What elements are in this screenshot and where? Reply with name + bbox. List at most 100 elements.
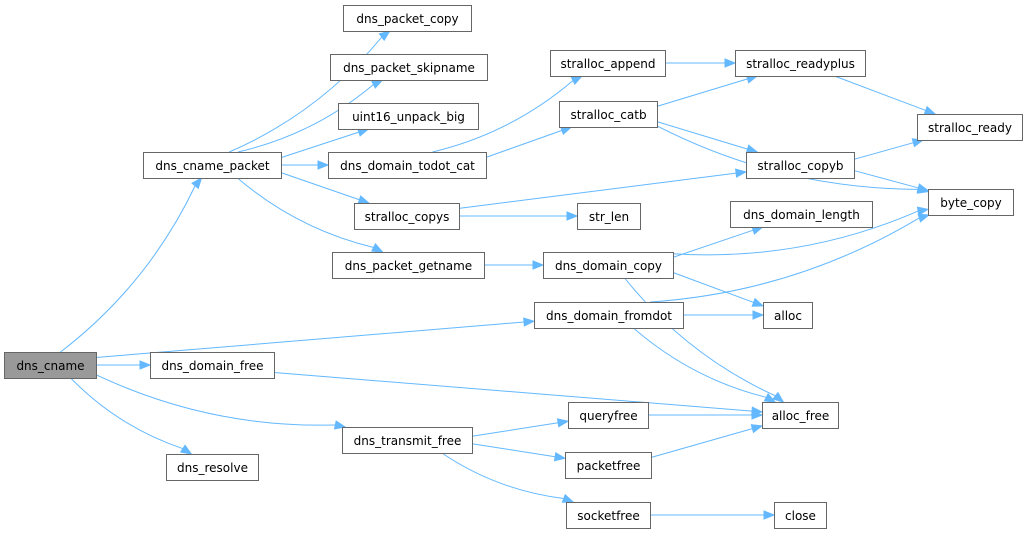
arrowhead-icon xyxy=(917,213,931,223)
edge-stralloc-copys-to-stralloc-copyb xyxy=(458,168,748,209)
edge-line xyxy=(471,422,559,437)
edge-dns-transmit-free-to-socketfree xyxy=(441,452,575,503)
edge-queryfree-to-alloc-free xyxy=(648,410,764,420)
arrowhead-icon xyxy=(317,160,330,170)
arrowhead-icon xyxy=(561,493,575,503)
edge-line xyxy=(672,229,754,258)
node-stralloc-append[interactable]: stralloc_append xyxy=(550,50,666,77)
node-label: dns_domain_copy xyxy=(555,259,662,273)
arrowhead-icon xyxy=(751,297,765,307)
node-label: dns_packet_copy xyxy=(356,12,458,26)
node-label: stralloc_copyb xyxy=(757,159,843,173)
node-alloc-free[interactable]: alloc_free xyxy=(762,402,839,429)
node-alloc[interactable]: alloc xyxy=(763,302,813,329)
node-label: packetfree xyxy=(577,459,641,473)
node-label: alloc_free xyxy=(772,409,830,423)
node-label: str_len xyxy=(589,210,629,224)
edge-stralloc-copys-to-str-len xyxy=(458,211,579,221)
arrowhead-icon xyxy=(139,360,152,370)
edge-stralloc-catb-to-stralloc-readyplus xyxy=(656,74,759,107)
node-label: dns_resolve xyxy=(177,461,248,475)
node-label: stralloc_ready xyxy=(928,121,1012,135)
arrowhead-icon xyxy=(724,58,737,68)
edge-line xyxy=(237,177,374,248)
edge-dns-domain-fromdot-to-alloc-free xyxy=(633,327,777,403)
arrowhead-icon xyxy=(333,420,347,430)
node-byte-copy[interactable]: byte_copy xyxy=(928,189,1014,216)
arrowhead-icon xyxy=(763,392,777,403)
edge-line xyxy=(60,185,196,353)
edge-line xyxy=(485,129,563,158)
node-stralloc-ready[interactable]: stralloc_ready xyxy=(917,114,1023,141)
edge-dns-cname-packet-to-dns-domain-todot-cat xyxy=(281,160,330,170)
edge-dns-cname-packet-to-dns-packet-copy xyxy=(229,30,391,153)
edge-stralloc-copyb-to-byte-copy xyxy=(853,170,930,193)
node-label: stralloc_catb xyxy=(570,108,646,122)
edge-line xyxy=(650,217,920,303)
node-label: dns_transmit_free xyxy=(354,434,462,448)
arrowhead-icon xyxy=(523,317,536,327)
node-dns-domain-copy[interactable]: dns_domain_copy xyxy=(543,252,674,279)
node-stralloc-readyplus[interactable]: stralloc_readyplus xyxy=(735,50,866,77)
node-dns-packet-getname[interactable]: dns_packet_getname xyxy=(332,252,485,279)
node-packetfree[interactable]: packetfree xyxy=(565,452,652,479)
node-uint16-unpack-big[interactable]: uint16_unpack_big xyxy=(338,103,479,130)
edge-dns-cname-to-dns-domain-fromdot xyxy=(95,317,536,358)
edge-line xyxy=(280,172,360,201)
node-dns-resolve[interactable]: dns_resolve xyxy=(166,454,259,481)
arrowhead-icon xyxy=(553,451,567,462)
edge-dns-domain-copy-to-byte-copy xyxy=(672,206,930,256)
edge-line xyxy=(656,121,748,150)
edge-line xyxy=(432,80,574,153)
node-dns-cname-packet[interactable]: dns_cname_packet xyxy=(143,152,282,179)
node-str-len[interactable]: str_len xyxy=(577,203,641,230)
node-label: dns_domain_length xyxy=(743,208,860,222)
node-dns-domain-fromdot[interactable]: dns_domain_fromdot xyxy=(534,302,684,329)
arrowhead-icon xyxy=(570,75,584,85)
node-dns-domain-free[interactable]: dns_domain_free xyxy=(150,352,275,379)
node-label: dns_domain_fromdot xyxy=(546,309,672,323)
node-label: dns_cname_packet xyxy=(155,159,270,173)
edge-socketfree-to-close xyxy=(650,510,776,520)
node-label: byte_copy xyxy=(940,196,1001,210)
edge-line xyxy=(280,131,360,159)
node-stralloc-copyb[interactable]: stralloc_copyb xyxy=(746,152,855,179)
arrowhead-icon xyxy=(772,391,785,403)
arrowhead-icon xyxy=(556,418,570,428)
edge-line xyxy=(624,277,776,397)
edge-line xyxy=(70,377,184,450)
arrowhead-icon xyxy=(751,410,764,420)
edge-dns-domain-fromdot-to-alloc xyxy=(683,310,765,320)
edge-line xyxy=(95,374,336,426)
arrowhead-icon xyxy=(179,444,193,455)
node-dns-cname[interactable]: dns_cname xyxy=(4,352,97,379)
node-dns-packet-skipname[interactable]: dns_packet_skipname xyxy=(330,54,488,81)
node-label: uint16_unpack_big xyxy=(352,110,465,124)
node-stralloc-copys[interactable]: stralloc_copys xyxy=(354,203,460,230)
arrowhead-icon xyxy=(371,243,384,253)
edge-dns-domain-fromdot-to-byte-copy xyxy=(650,213,931,303)
node-label: dns_domain_free xyxy=(161,359,263,373)
edge-line xyxy=(853,170,919,189)
node-label: dns_domain_todot_cat xyxy=(340,159,475,173)
edge-stralloc-copyb-to-stralloc-ready xyxy=(853,138,925,160)
edge-dns-packet-getname-to-dns-domain-copy xyxy=(483,260,545,270)
node-dns-packet-copy[interactable]: dns_packet_copy xyxy=(343,5,472,32)
node-socketfree[interactable]: socketfree xyxy=(566,502,651,529)
node-dns-domain-todot-cat[interactable]: dns_domain_todot_cat xyxy=(328,152,487,179)
edge-line xyxy=(656,78,748,107)
node-dns-transmit-free[interactable]: dns_transmit_free xyxy=(342,427,473,454)
edge-dns-cname-to-dns-resolve xyxy=(70,377,193,455)
node-label: close xyxy=(785,509,816,523)
edge-line xyxy=(853,142,914,160)
node-dns-domain-length[interactable]: dns_domain_length xyxy=(730,201,873,228)
node-stralloc-catb[interactable]: stralloc_catb xyxy=(559,101,658,128)
edge-stralloc-catb-to-stralloc-copyb xyxy=(656,121,759,154)
arrowhead-icon xyxy=(752,310,765,320)
edge-line xyxy=(237,84,374,153)
node-label: alloc xyxy=(774,309,802,323)
node-queryfree[interactable]: queryfree xyxy=(568,402,649,429)
arrowhead-icon xyxy=(378,30,391,42)
node-close[interactable]: close xyxy=(774,502,827,529)
